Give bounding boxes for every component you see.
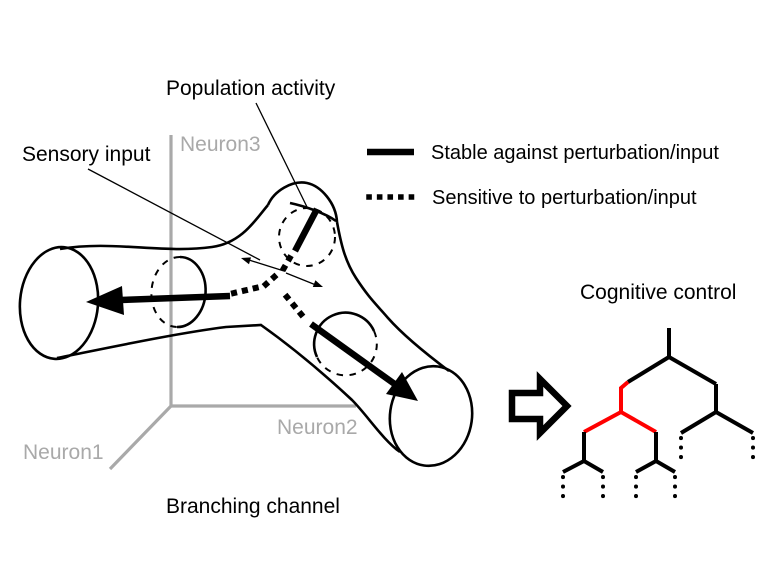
input-direction-arrow-down-shaft: [285, 272, 316, 286]
trajectory-group: [86, 207, 418, 401]
input-direction-arrow-up-shaft: [248, 259, 285, 272]
tree-right-branch-left: [679, 410, 718, 435]
annotations-group: Population activity Sensory input Branch…: [22, 77, 340, 518]
legend: Stable against perturbation/input Sensit…: [366, 142, 719, 209]
tree-sub-branch: [562, 459, 585, 474]
legend-sensitive-label: Sensitive to perturbation/input: [432, 187, 697, 209]
input-direction-arrowhead-up: [241, 257, 251, 265]
tree-right-branch-right: [715, 410, 754, 435]
cognitive-control-title: Cognitive control: [580, 281, 736, 304]
sensory-input-pointer: [87, 168, 261, 261]
block-arrow-icon: [508, 371, 572, 441]
left-cross-section-hidden-arc: [150, 255, 181, 328]
decision-tree-panel: Cognitive control: [561, 281, 755, 500]
left-cross-section-front-arc: [176, 255, 207, 329]
top-opening-outer-rim: [266, 181, 339, 223]
branching-channel-caption: Branching channel: [166, 495, 340, 518]
right-flow-arrow-shaft: [309, 321, 398, 388]
legend-stable-label: Stable against perturbation/input: [431, 142, 719, 164]
tube-bottom-edge: [56, 323, 401, 454]
stable-segment-upper-branch: [292, 207, 320, 253]
tree-sub-branch: [582, 459, 605, 474]
input-direction-arrowhead-down: [312, 280, 323, 287]
tube-right-edge: [335, 221, 450, 373]
dotted-trajectory-lower: [282, 292, 310, 324]
sensory-input-label: Sensory input: [22, 143, 151, 166]
branching-channel: [18, 181, 474, 468]
axis-neuron1-label: Neuron1: [23, 441, 104, 464]
tree-sub-branch: [635, 459, 657, 474]
axes-group: Neuron3 Neuron2 Neuron1: [23, 133, 358, 471]
right-opening-ellipse: [388, 364, 474, 468]
tree-sub-branch: [654, 459, 677, 474]
population-activity-pointer: [255, 102, 309, 210]
axis-neuron1-line: [108, 404, 173, 471]
left-flow-arrow-shaft: [119, 292, 231, 304]
right-cross-section-front-arc: [312, 311, 376, 358]
population-activity-label: Population activity: [166, 77, 336, 100]
dotted-trajectory-upper: [279, 249, 297, 273]
tree-branch-right: [668, 355, 717, 386]
right-cross-section-hidden-arc: [316, 330, 378, 377]
dotted-trajectory-incoming: [230, 265, 287, 297]
tree-branch-left: [626, 355, 671, 384]
right-flow-arrowhead: [386, 372, 418, 401]
left-flow-arrowhead: [86, 286, 124, 315]
axis-neuron3-label: Neuron3: [180, 133, 261, 156]
axis-neuron2-label: Neuron2: [277, 416, 358, 439]
tree-selected-path: [583, 380, 657, 434]
tube-top-edge: [59, 204, 269, 251]
